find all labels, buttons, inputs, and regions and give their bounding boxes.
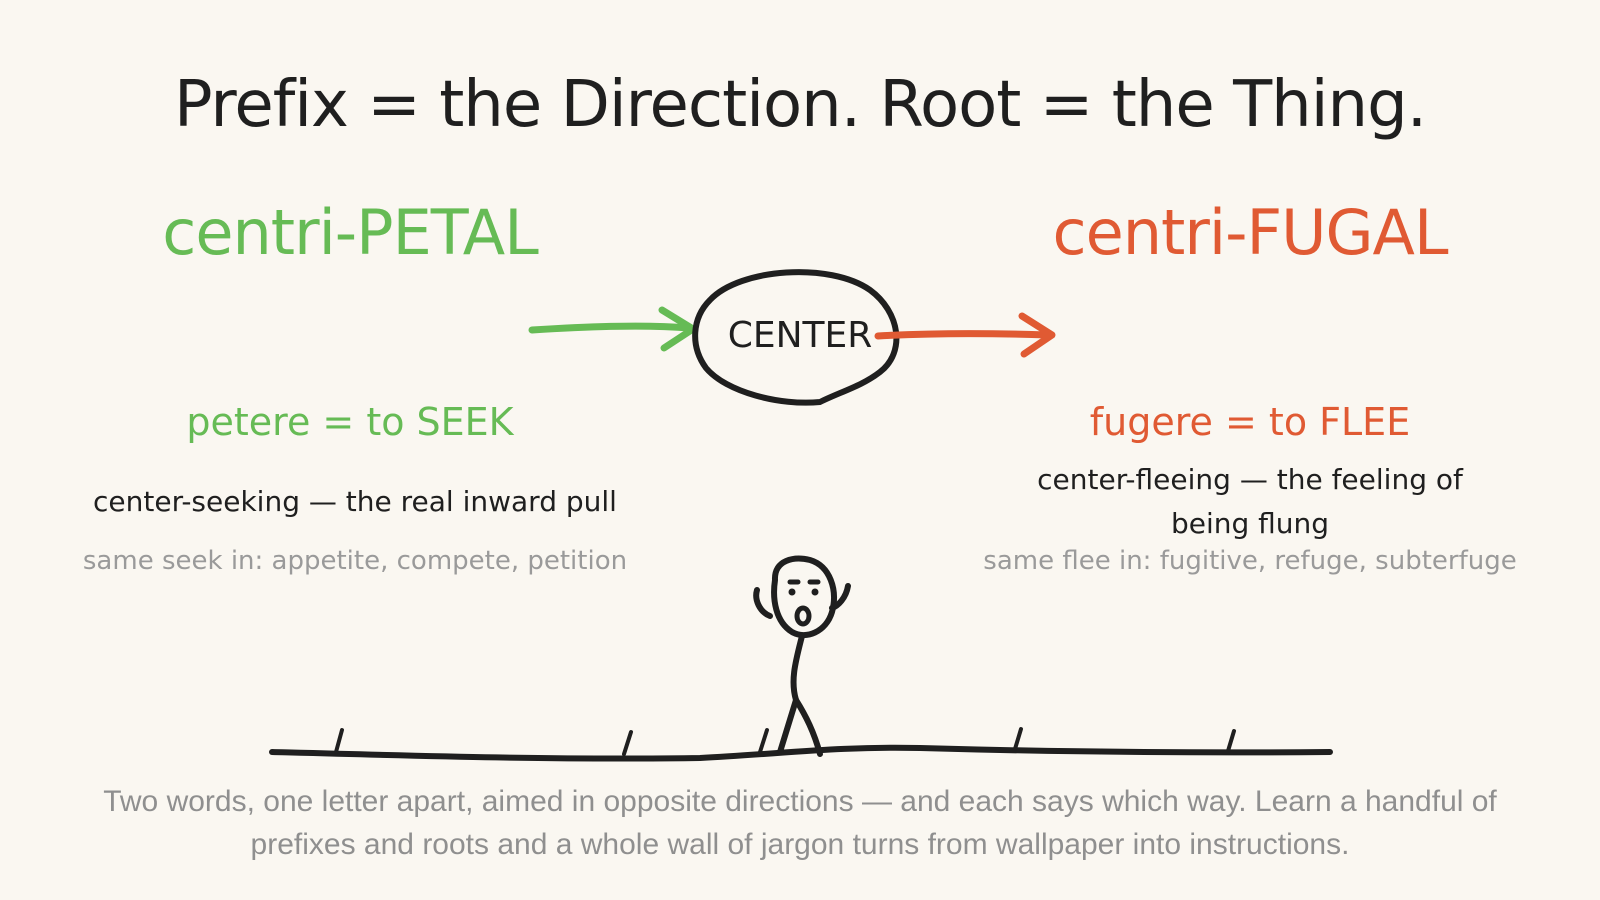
outward-arrow-icon — [874, 312, 1056, 358]
inward-arrow-icon — [528, 306, 697, 352]
seek-examples: same seek in: appetite, compete, petitio… — [82, 546, 628, 576]
ground-line-icon — [269, 727, 1333, 762]
page-title: Prefix = the Direction. Root = the Thing… — [173, 68, 1427, 142]
center-label: CENTER — [728, 315, 873, 356]
center-blob-icon: CENTER — [692, 269, 900, 406]
centrifugal-meaning: center-fleeing — the feeling of being fl… — [1037, 463, 1463, 540]
petere-root-label: petere = to SEEK — [186, 400, 514, 444]
caption: Two words, one letter apart, aimed in op… — [103, 785, 1497, 861]
centripetal-meaning: center-seeking — the real inward pull — [93, 485, 617, 518]
flee-examples: same flee in: fugitive, refuge, subterfu… — [983, 546, 1517, 576]
centripetal-word: centri-PETAL — [162, 196, 539, 269]
fugere-root-label: fugere = to FLEE — [1089, 400, 1411, 444]
centrifugal-word: centri-FUGAL — [1052, 196, 1449, 269]
surprised-stick-figure-icon — [753, 555, 851, 757]
